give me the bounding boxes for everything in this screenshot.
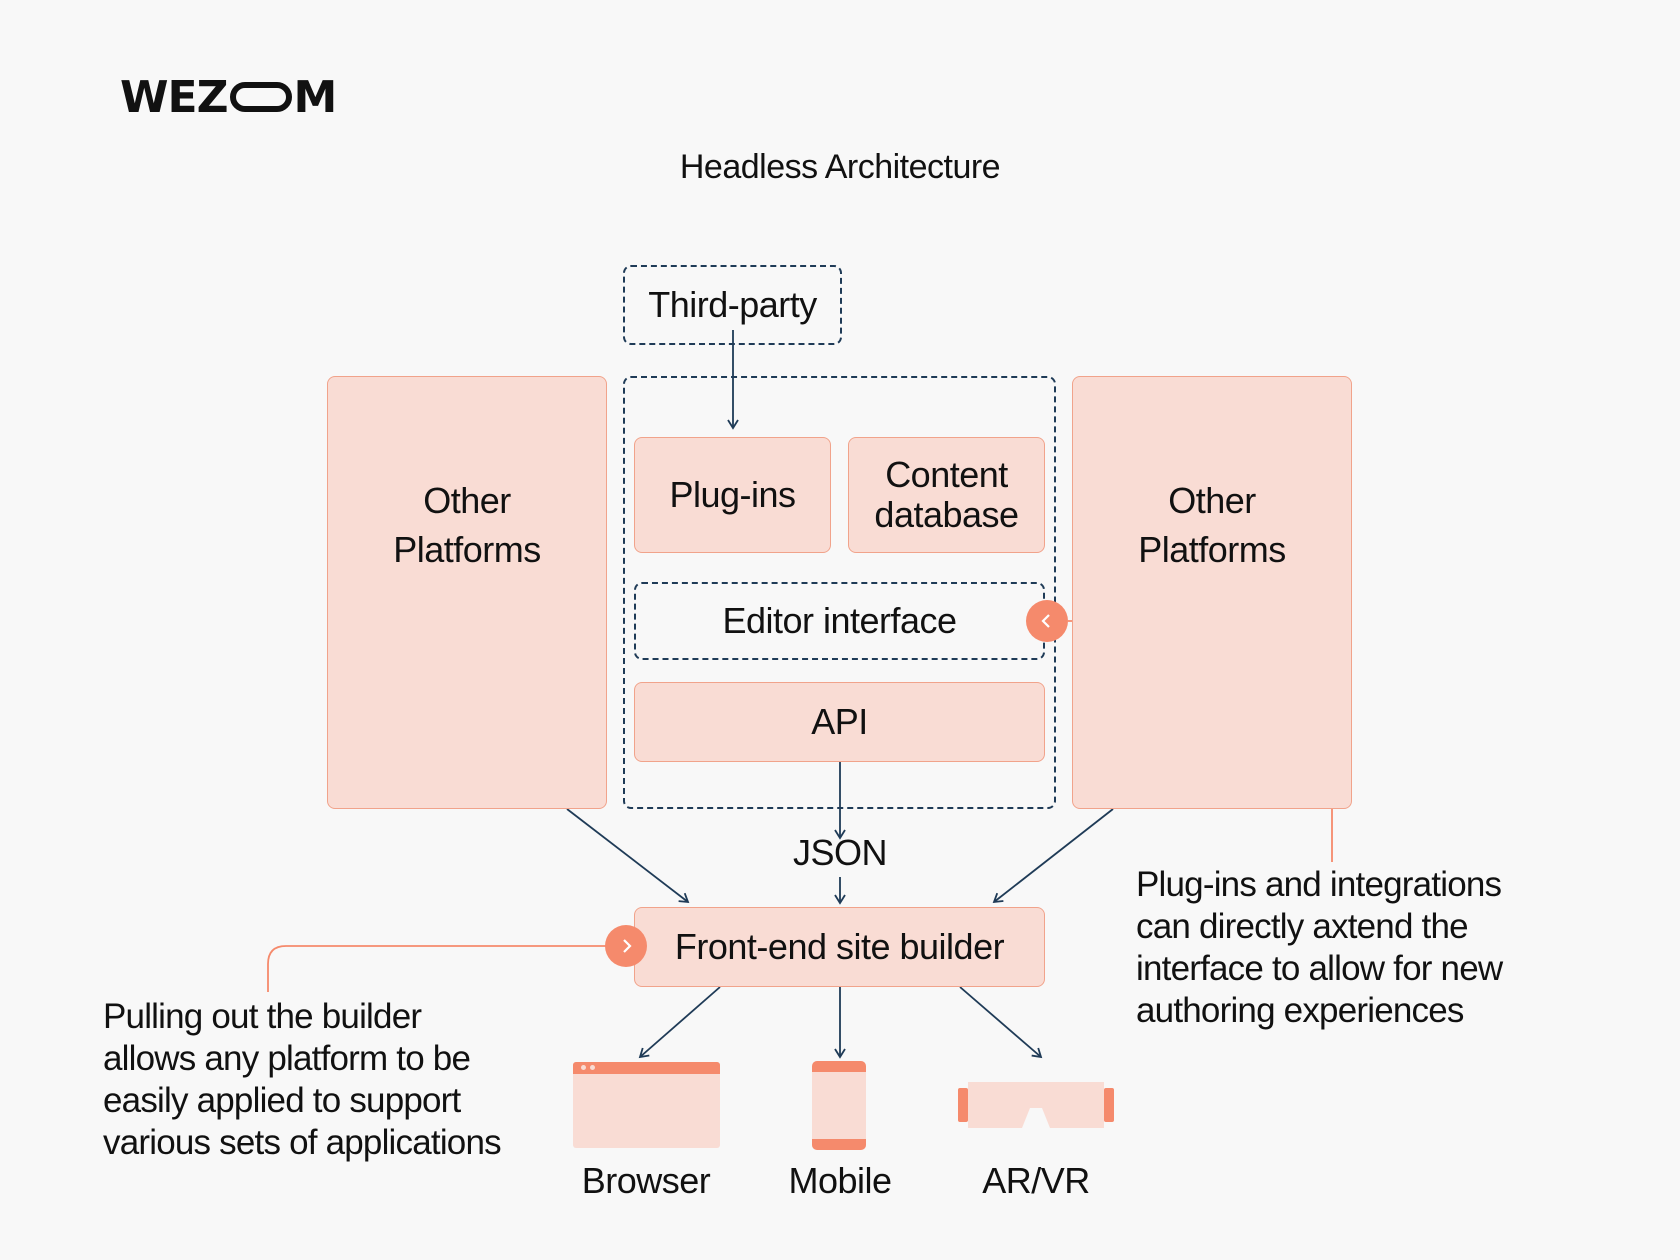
content-db-line1: Content xyxy=(885,453,1008,495)
editor-interface-label: Editor interface xyxy=(722,600,957,641)
chevron-right-icon xyxy=(605,925,647,967)
note-left-line: various sets of applications xyxy=(103,1123,502,1162)
note-right-line: interface to allow for new xyxy=(1136,949,1503,988)
frontend-site-builder-box: Front-end site builder xyxy=(634,907,1045,987)
other-right-line2: Platforms xyxy=(1138,528,1286,570)
api-label: API xyxy=(811,700,868,742)
logo-text-left: WEZ xyxy=(120,72,228,123)
json-label: JSON xyxy=(792,832,888,873)
editor-interface-box: Editor interface xyxy=(634,582,1045,660)
arrow-right-platforms-to-frontend xyxy=(992,808,1114,904)
browser-icon xyxy=(573,1062,720,1148)
other-left-line2: Platforms xyxy=(393,528,541,570)
note-left-line: allows any platform to be xyxy=(103,1039,471,1078)
third-party-label: Third-party xyxy=(648,284,817,325)
note-left: Pulling out the builder allows any platf… xyxy=(103,996,563,1164)
content-db-line2: database xyxy=(874,494,1019,535)
note-right: Plug-ins and integrations can directly a… xyxy=(1136,864,1566,1032)
plugins-box: Plug-ins xyxy=(634,437,831,553)
note-left-line: easily applied to support xyxy=(103,1081,461,1120)
diagram-title: Headless Architecture xyxy=(679,148,1001,186)
note-right-line: can directly axtend the xyxy=(1136,907,1469,946)
logo-text-right: M xyxy=(293,72,338,123)
frontend-label: Front-end site builder xyxy=(674,925,1005,967)
wezom-logo: WEZ M xyxy=(120,70,338,126)
browser-label: Browser xyxy=(581,1160,711,1201)
mobile-icon xyxy=(812,1061,866,1150)
vr-headset-icon xyxy=(958,1080,1114,1130)
api-box: API xyxy=(634,682,1045,762)
arrow-left-platforms-to-frontend xyxy=(566,808,690,904)
other-left-line1: Other xyxy=(423,480,511,521)
callout-line-left xyxy=(267,945,606,992)
third-party-box: Third-party xyxy=(623,265,842,345)
note-right-line: authoring experiences xyxy=(1136,991,1464,1030)
arrow-frontend-to-arvr xyxy=(959,986,1043,1059)
mobile-label: Mobile xyxy=(788,1160,892,1201)
arrow-frontend-to-browser xyxy=(638,986,721,1059)
chevron-left-icon xyxy=(1026,600,1068,642)
note-left-line: Pulling out the builder xyxy=(103,997,422,1036)
other-platforms-left: Other Platforms xyxy=(327,376,607,809)
content-database-box: Content database xyxy=(848,437,1045,553)
note-right-line: Plug-ins and integrations xyxy=(1136,865,1502,904)
arvr-label: AR/VR xyxy=(982,1160,1090,1201)
other-platforms-right: Other Platforms xyxy=(1072,376,1352,809)
other-right-line1: Other xyxy=(1168,480,1256,521)
plugins-label: Plug-ins xyxy=(669,473,796,515)
headless-cms-container xyxy=(623,376,1056,809)
logo-o-shape xyxy=(229,82,292,112)
